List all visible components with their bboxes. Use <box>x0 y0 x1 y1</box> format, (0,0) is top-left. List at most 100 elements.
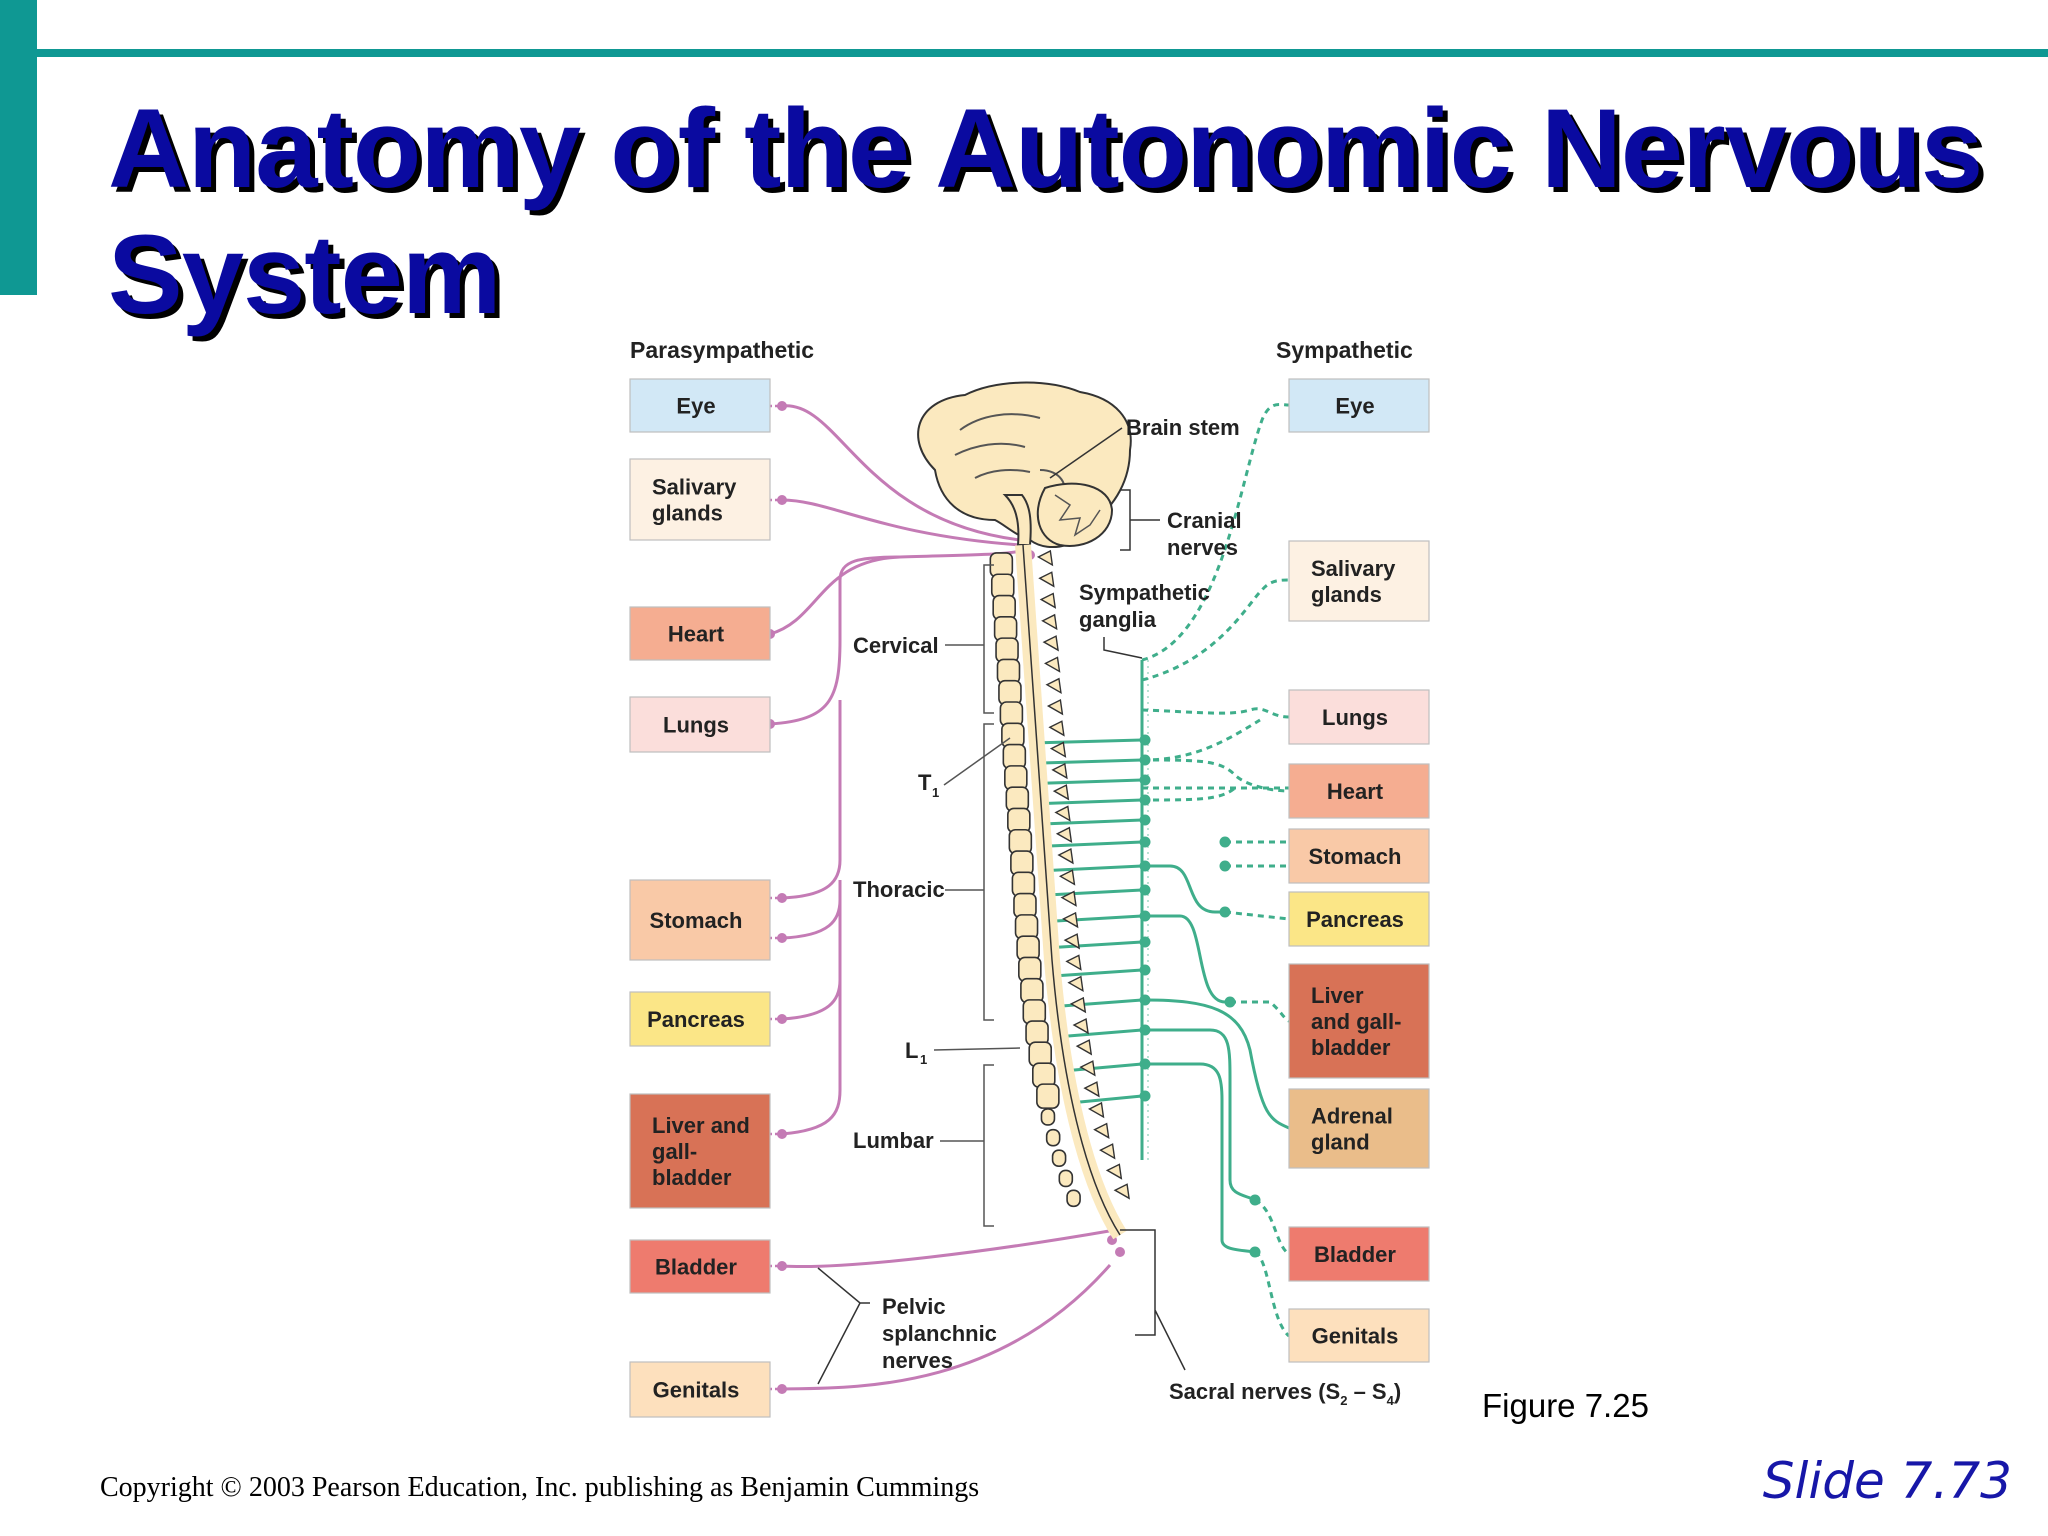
vertebra-body <box>1020 977 1044 1004</box>
vertebra-process <box>1036 549 1054 567</box>
parasympathetic-nerve <box>781 498 1021 547</box>
postganglionic-fiber <box>1141 402 1290 662</box>
parasympathetic-organ-heart-box <box>629 606 771 661</box>
collateral-ganglion-dot <box>1219 836 1231 848</box>
preganglionic-fiber <box>1043 840 1143 848</box>
parasympathetic-nerve <box>769 555 901 726</box>
brain-stem-label: Brain stem <box>1126 415 1240 440</box>
vertebra-body <box>1005 786 1030 812</box>
collateral-ganglion-dot <box>1249 1194 1261 1206</box>
parasympathetic-organ-pancreas-label-1: Pancreas <box>647 1007 745 1032</box>
sympathetic-organ-bladder-box <box>1288 1226 1430 1282</box>
postganglionic-fiber <box>1254 1250 1291 1338</box>
vertebra-process <box>1062 911 1079 929</box>
preganglionic-fiber <box>1039 778 1143 785</box>
vertebra-process <box>1058 869 1076 886</box>
sympathetic-organ-bladder: Bladder <box>1288 1226 1430 1282</box>
parasympathetic-nerve <box>781 980 842 1136</box>
preganglionic-fiber <box>1047 888 1143 897</box>
vertebra-process <box>1046 698 1064 716</box>
vertebra-body <box>1008 828 1033 855</box>
cervical-bracket <box>983 564 994 714</box>
vertebra-body <box>993 616 1018 642</box>
parasympathetic-organ-stomach: Stomach <box>629 879 771 961</box>
sympathetic-organ-salivary-label-2: glands <box>1311 582 1382 607</box>
sympathetic-organ-lungs-box <box>1288 689 1430 745</box>
ganglion-dot <box>1139 774 1151 786</box>
pelvic-splanchnic-label-line-3: nerves <box>882 1348 953 1373</box>
preganglionic-fiber <box>1072 1094 1143 1105</box>
parasympathetic-organ-eye: Eye <box>629 378 771 433</box>
sympathetic-organ-salivary-box <box>1288 540 1430 622</box>
vertebra-process <box>1067 975 1084 992</box>
vertebra-process <box>1099 1143 1116 1160</box>
thoracic-bracket <box>983 723 994 1021</box>
vertebra-body <box>1036 1083 1060 1109</box>
vertebra-body <box>1011 871 1036 898</box>
vertebra-process <box>1045 677 1062 695</box>
sympathetic-organ-heart-label-1: Heart <box>1327 779 1384 804</box>
vertebra-process <box>1057 847 1074 865</box>
sympathetic-organ-genitals-label-1: Genitals <box>1312 1324 1399 1349</box>
vertebra-body <box>1013 892 1037 919</box>
parasympathetic-organ-bladder-label-1: Bladder <box>655 1255 737 1280</box>
vertebra-process <box>1041 613 1058 631</box>
ganglion-dot <box>1139 734 1151 746</box>
parasympathetic-organ-liver-label-3: bladder <box>652 1165 732 1190</box>
sympathetic-organ-heart-box <box>1288 763 1430 819</box>
sympathetic-organ-adrenal-box <box>1288 1088 1430 1169</box>
parasympathetic-organ-eye-label-1: Eye <box>676 394 715 419</box>
vertebra-process <box>1039 592 1057 609</box>
vertebra-process <box>1075 1039 1093 1056</box>
sympathetic-organ-heart: Heart <box>1288 763 1430 819</box>
vertebra-body <box>1007 807 1031 834</box>
sympathetic-ganglia-label-line-1: Sympathetic <box>1079 580 1210 605</box>
parasympathetic-organ-salivary-label-2: glands <box>652 501 723 526</box>
collateral-ganglion-dot <box>1249 1246 1261 1258</box>
slide-title-line-1: Anatomy of the Autonomic Nervous <box>108 86 1983 211</box>
cervical-label: Cervical <box>853 633 939 658</box>
sympathetic-organ-pancreas: Pancreas <box>1288 891 1430 947</box>
vertebra-body <box>1002 743 1027 770</box>
pelvic-splanchnic-pointer <box>817 1267 870 1385</box>
parasympathetic-heading: Parasympathetic <box>630 337 814 363</box>
pelvic-splanchnic-label-line-2: splanchnic <box>882 1321 997 1346</box>
vertebra-body <box>1014 914 1039 940</box>
vertebra-process <box>1049 741 1067 758</box>
preganglionic-fiber <box>1040 798 1143 806</box>
preganglionic-fiber <box>1145 914 1230 1004</box>
l1-pointer <box>933 1047 1021 1051</box>
parasympathetic-organ-eye-box <box>629 378 771 433</box>
spinal-column <box>989 544 1130 1240</box>
parasympathetic-organ-salivary-label-1: Salivary <box>652 475 737 500</box>
parasympathetic-nerve <box>769 548 1026 636</box>
parasympathetic-organ-lungs: Lungs <box>629 696 771 753</box>
parasympathetic-organ-genitals-label-1: Genitals <box>653 1378 740 1403</box>
vertebra-process <box>1042 635 1059 652</box>
ganglion-dot <box>1139 964 1151 976</box>
brain-stem-pointer <box>1049 427 1123 479</box>
vertebra-body <box>992 594 1016 621</box>
parasympathetic-nerve <box>781 1264 1112 1391</box>
sympathetic-ganglia-label-line-2: ganglia <box>1079 607 1157 632</box>
parasympathetic-organ-bladder-box <box>629 1239 771 1294</box>
parasympathetic-nerve <box>781 404 1021 542</box>
copyright-notice: Copyright © 2003 Pearson Education, Inc.… <box>100 1472 980 1503</box>
vertebra-body <box>1004 765 1028 791</box>
vertebra-process <box>1065 954 1082 971</box>
parasympathetic-nerve <box>781 899 842 940</box>
preganglionic-fiber <box>1049 914 1143 923</box>
parasympathetic-organ-lungs-label-1: Lungs <box>663 713 729 738</box>
vertebra-process <box>1069 996 1087 1014</box>
vertebra-body <box>996 658 1021 685</box>
vertebra-body <box>998 679 1022 706</box>
l1-label: L <box>905 1038 918 1063</box>
sympathetic-ganglia-pointer <box>1103 637 1143 659</box>
sacral-nerves-text: Sacral nerves (S2 – S4) <box>1169 1379 1401 1408</box>
parasympathetic-nerve <box>781 880 842 1021</box>
